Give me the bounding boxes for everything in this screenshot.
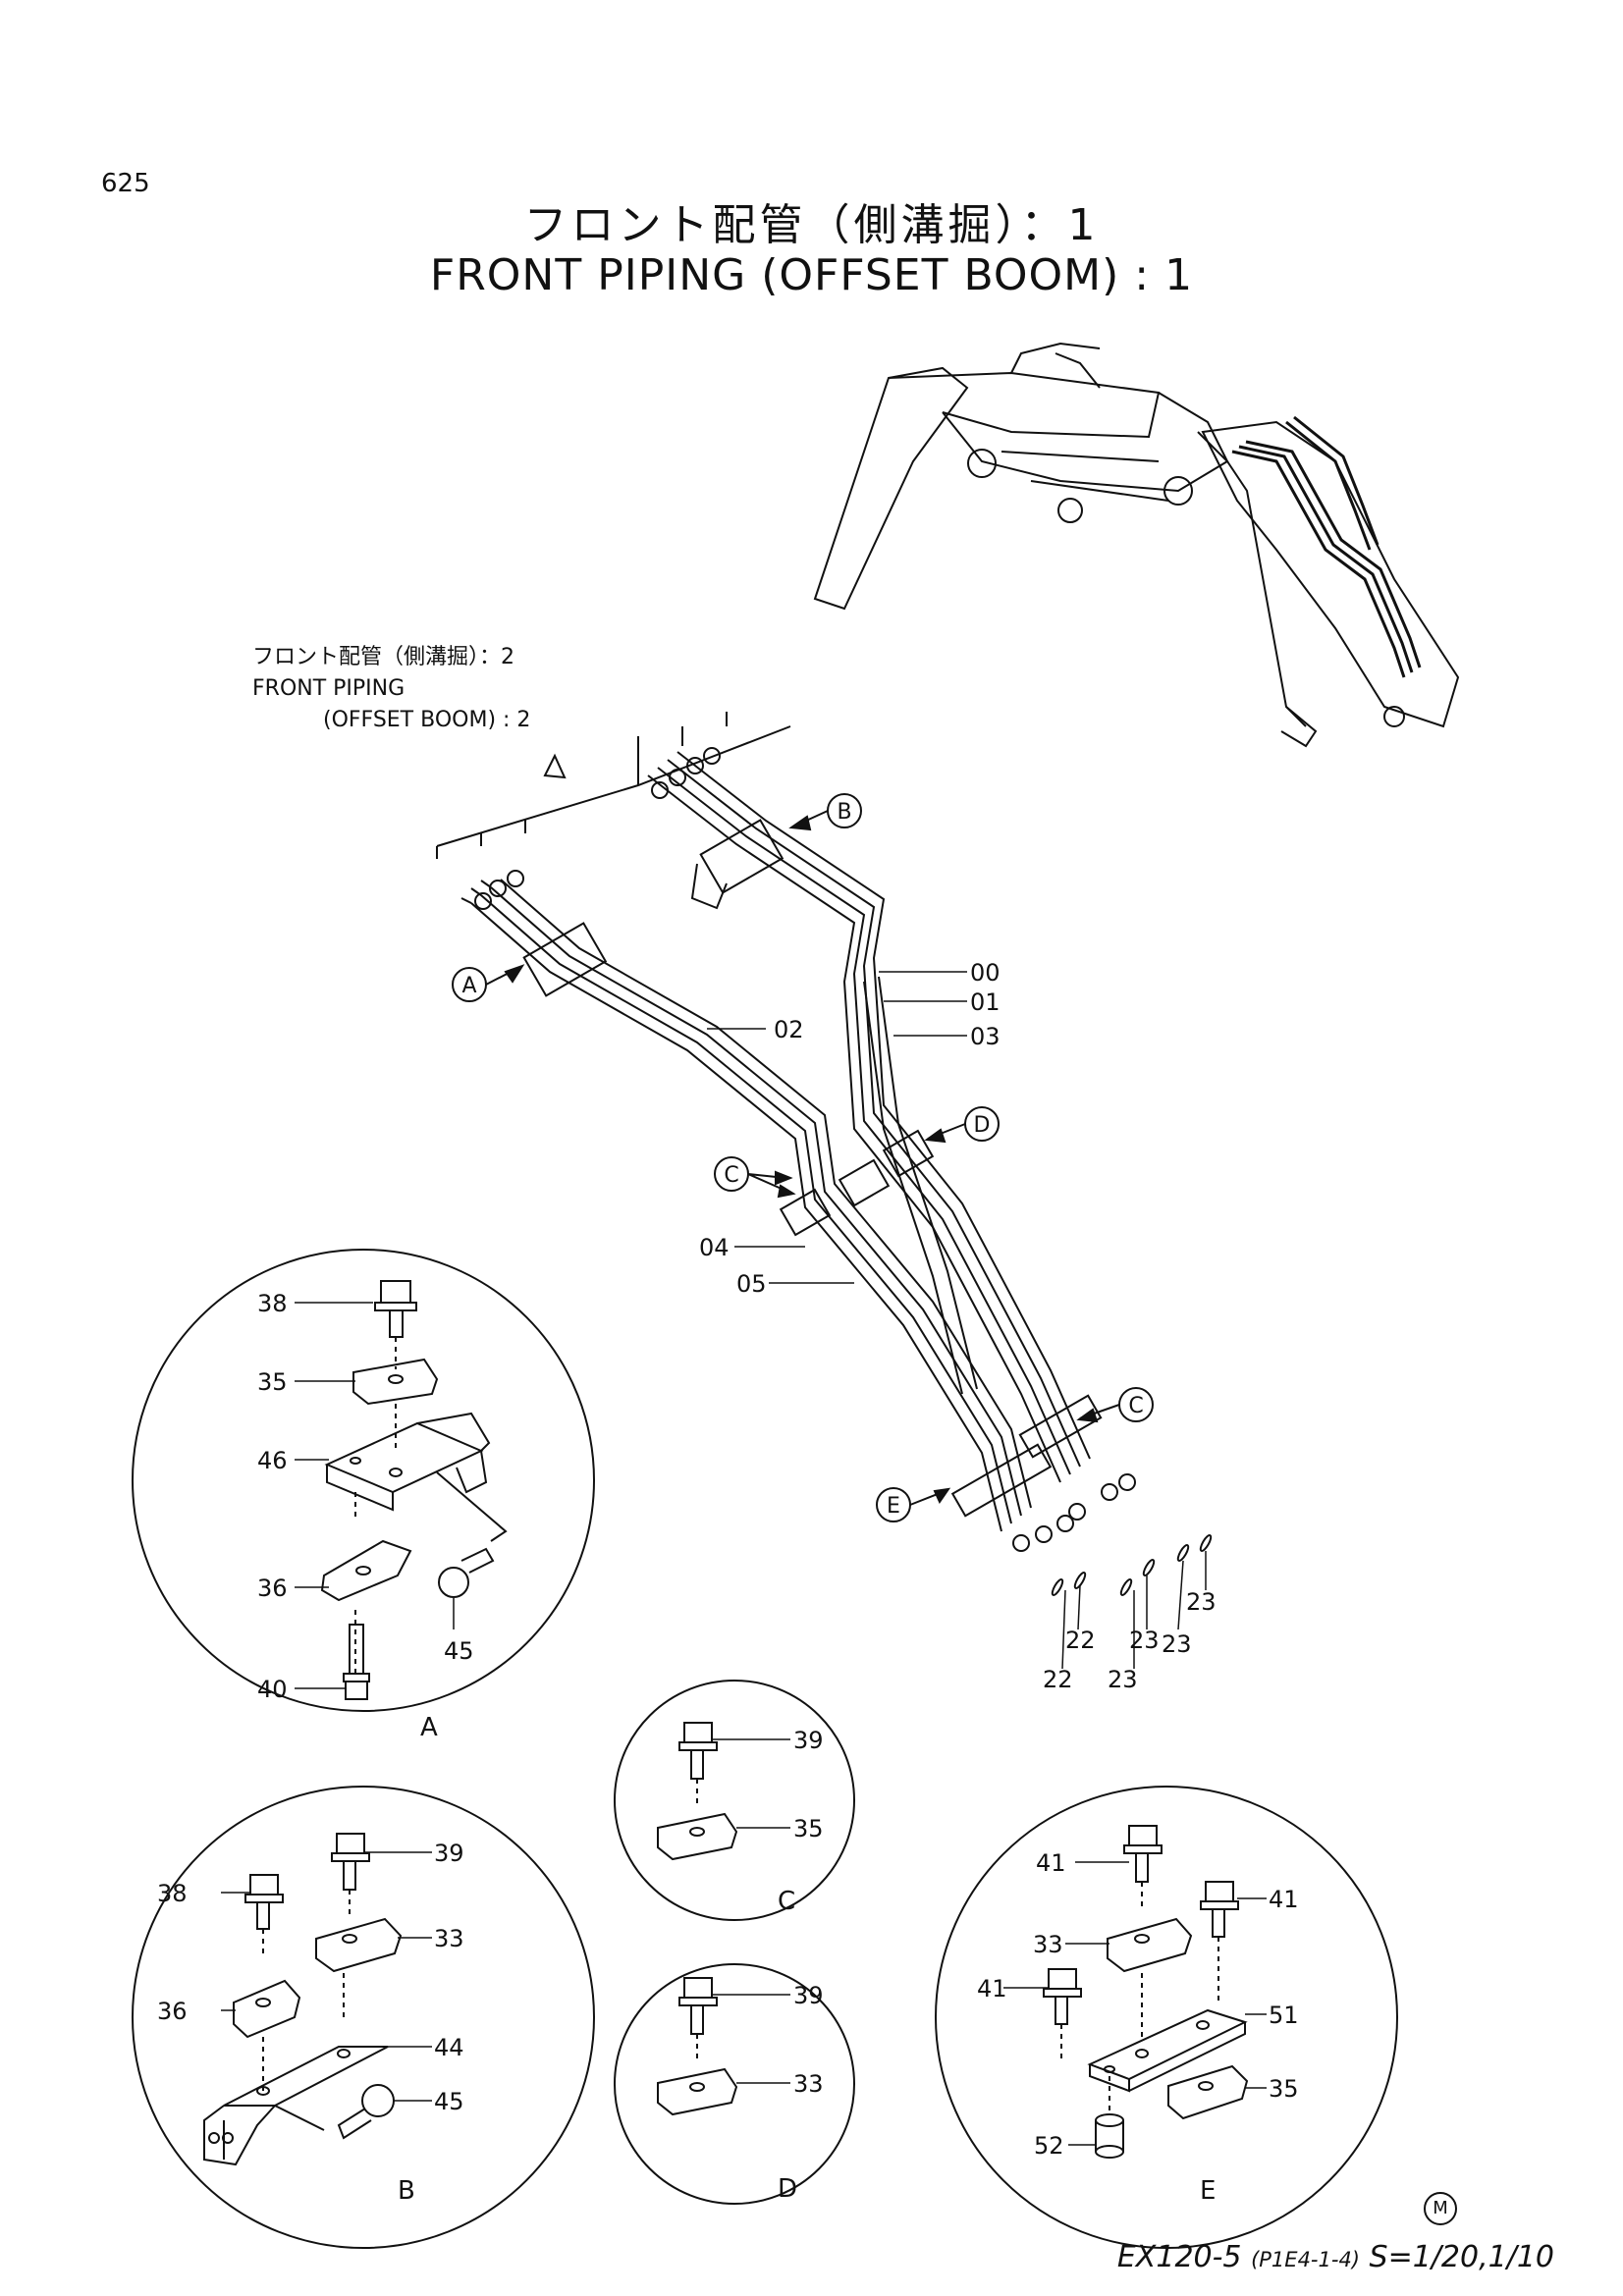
detail-E: 41 41 33 41 51 35 52 E xyxy=(935,1786,1398,2249)
callout-B-marker: B xyxy=(788,793,862,831)
detail-A-label-36: 36 xyxy=(257,1575,288,1602)
detail-E-label-41b: 41 xyxy=(1269,1886,1299,1913)
detail-A-label-46: 46 xyxy=(257,1447,288,1474)
detail-C-title: C xyxy=(778,1887,795,1916)
part-label-23b: 23 xyxy=(1108,1666,1138,1693)
callout-D-label: D xyxy=(974,1113,991,1138)
callout-E-marker: E xyxy=(876,1487,951,1522)
footer-code: (P1E4-1-4) xyxy=(1251,2248,1360,2271)
part-label-05: 05 xyxy=(736,1270,767,1298)
page-title-japanese: フロント配管（側溝掘）：1 xyxy=(523,200,1100,250)
detail-E-title: E xyxy=(1200,2176,1216,2206)
detail-C-label-35: 35 xyxy=(793,1815,824,1842)
part-label-03: 03 xyxy=(970,1023,1001,1050)
part-label-02: 02 xyxy=(774,1016,804,1043)
part-label-01: 01 xyxy=(970,988,1001,1016)
detail-D-title: D xyxy=(778,2174,797,2204)
part-label-00: 00 xyxy=(970,959,1001,987)
detail-E-label-41c: 41 xyxy=(977,1975,1007,2002)
detail-B-label-36: 36 xyxy=(157,1998,188,2025)
callout-A-marker: A xyxy=(452,964,525,1002)
part-label-04: 04 xyxy=(699,1234,730,1261)
cross-reference-english-2: (OFFSET BOOM) : 2 xyxy=(323,708,531,732)
footer-scale: S=1/20,1/10 xyxy=(1369,2240,1554,2274)
detail-E-label-33: 33 xyxy=(1033,1931,1063,1958)
callout-C1-marker: C xyxy=(714,1156,796,1199)
machine-overview-illustration xyxy=(813,342,1460,748)
main-part-numbers: 02 00 01 03 04 05 22 22 23 23 23 23 xyxy=(699,959,1217,1693)
detail-E-label-41a: 41 xyxy=(1036,1849,1066,1877)
page-number: 625 xyxy=(101,169,150,198)
detail-E-label-51: 51 xyxy=(1269,2002,1299,2029)
detail-A-title: A xyxy=(420,1713,438,1742)
cross-reference-bracket xyxy=(436,712,791,859)
callout-C2-label: C xyxy=(1128,1394,1143,1418)
callout-E-label: E xyxy=(887,1494,900,1519)
callout-B-label: B xyxy=(837,800,851,825)
detail-E-label-35: 35 xyxy=(1269,2075,1299,2103)
detail-A-label-40: 40 xyxy=(257,1676,288,1703)
detail-B-title: B xyxy=(398,2176,415,2206)
fittings-bottom xyxy=(1012,1473,1136,1552)
fittings-top-left xyxy=(460,870,524,910)
detail-A-label-45: 45 xyxy=(444,1637,474,1665)
detail-B: 39 38 33 36 44 45 B xyxy=(132,1786,595,2249)
main-leader-lines xyxy=(707,971,1207,1670)
detail-D-label-33: 33 xyxy=(793,2070,824,2098)
footer-reference: EX120-5 (P1E4-1-4) S=1/20,1/10 xyxy=(1117,2240,1554,2274)
callout-D-marker: D xyxy=(924,1106,1000,1144)
detail-B-label-38: 38 xyxy=(157,1880,188,1907)
callout-A-label: A xyxy=(461,974,476,998)
part-label-22b: 22 xyxy=(1043,1666,1073,1693)
detail-C-label-39: 39 xyxy=(793,1727,824,1754)
footer-model: EX120-5 xyxy=(1116,2240,1242,2274)
detail-A-label-38: 38 xyxy=(257,1290,288,1317)
fittings-top-right xyxy=(651,747,721,799)
detail-A-label-35: 35 xyxy=(257,1368,288,1396)
cross-reference-japanese: フロント配管（側溝掘）：2 xyxy=(252,645,514,669)
detail-D: 39 33 D xyxy=(614,1963,855,2205)
detail-A: 38 35 46 36 40 45 A xyxy=(132,1249,595,1742)
detail-B-label-45: 45 xyxy=(434,2088,464,2115)
part-label-23a: 23 xyxy=(1129,1627,1160,1654)
cross-reference-note: フロント配管（側溝掘）：2 FRONT PIPING (OFFSET BOOM)… xyxy=(252,642,530,736)
part-label-22a: 22 xyxy=(1065,1627,1096,1654)
page-title-english: FRONT PIPING (OFFSET BOOM) : 1 xyxy=(429,250,1194,300)
part-label-23c: 23 xyxy=(1162,1630,1192,1658)
detail-E-label-52: 52 xyxy=(1034,2132,1064,2160)
detail-B-label-44: 44 xyxy=(434,2034,464,2061)
callout-C2-marker: C xyxy=(1076,1387,1154,1423)
main-piping-assembly xyxy=(460,747,1213,1596)
o-rings xyxy=(1051,1534,1213,1596)
m-mark: M xyxy=(1424,2192,1457,2225)
callout-C1-label: C xyxy=(724,1163,738,1188)
part-label-23d: 23 xyxy=(1186,1588,1217,1616)
detail-D-label-39: 39 xyxy=(793,1982,824,2009)
cross-reference-english-1: FRONT PIPING xyxy=(252,676,406,701)
detail-C: 39 35 C xyxy=(614,1680,855,1921)
detail-B-label-39: 39 xyxy=(434,1840,464,1867)
detail-B-label-33: 33 xyxy=(434,1925,464,1952)
